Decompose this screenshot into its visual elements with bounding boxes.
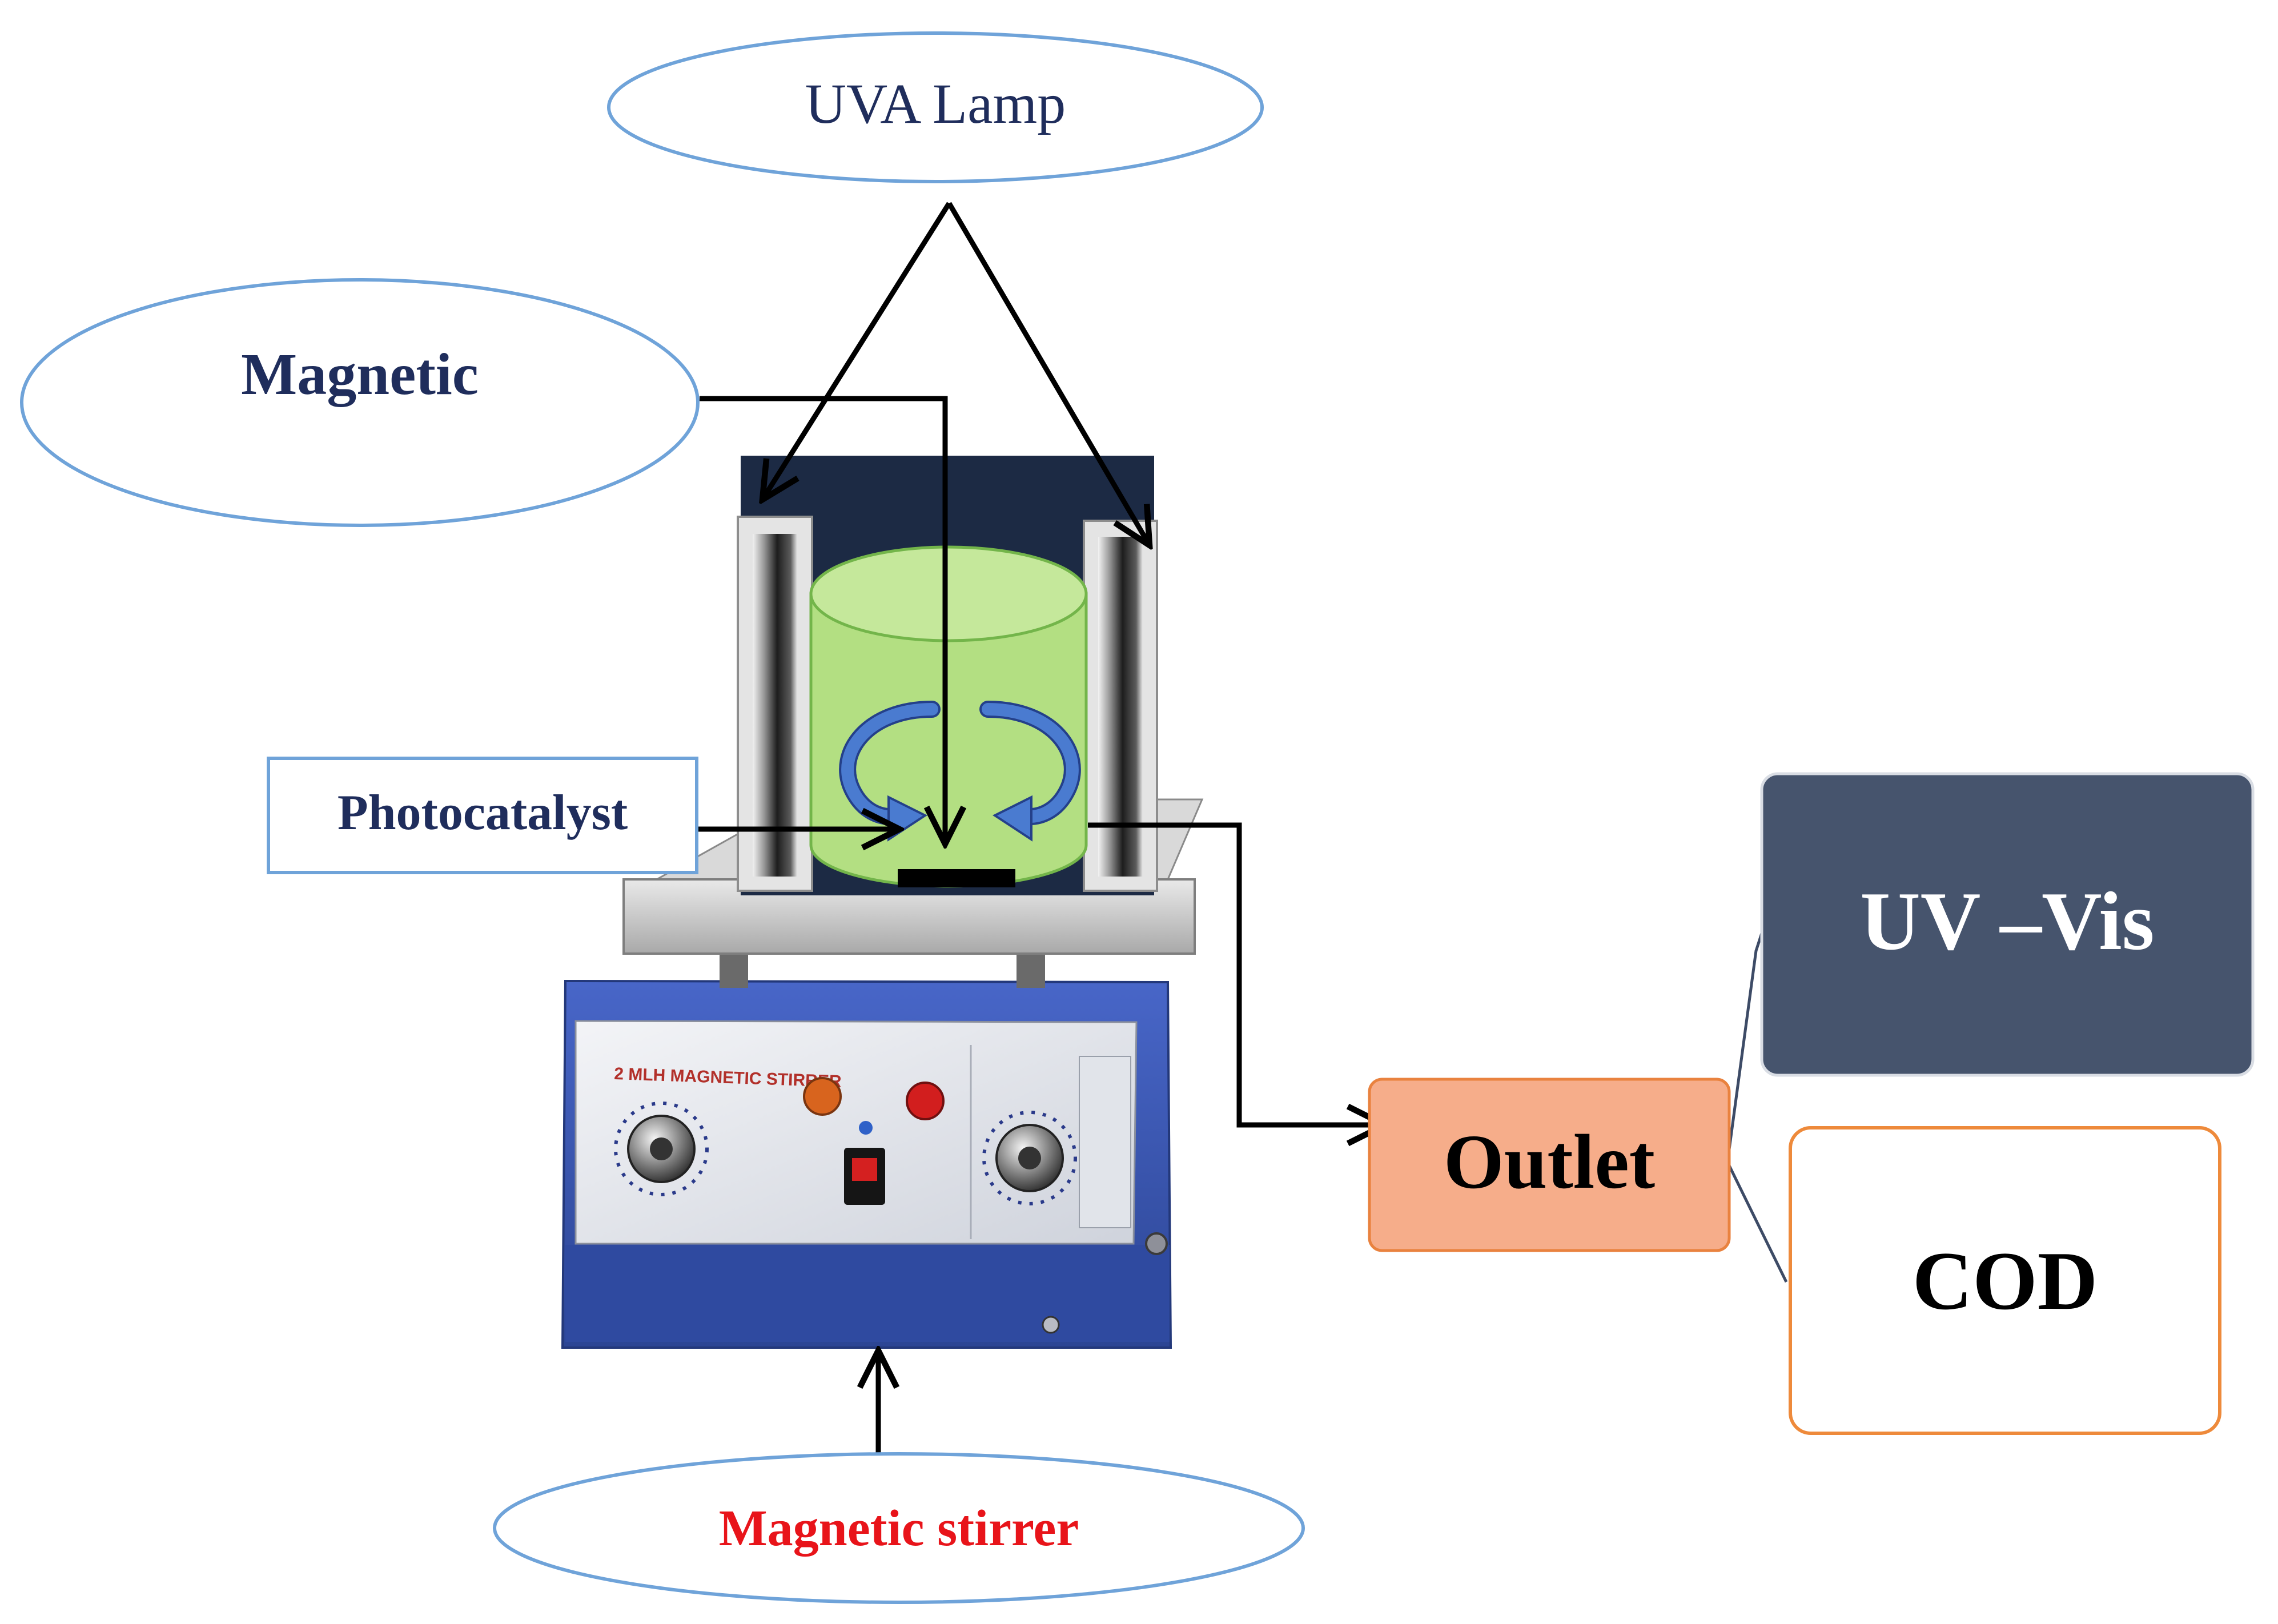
- indicator-light-left: [803, 1077, 842, 1116]
- label-uva-lamp: UVA Lamp: [607, 31, 1264, 183]
- uv-vis-text: UV –Vis: [1860, 875, 2154, 967]
- branch-outlet-cod: [1726, 1161, 1788, 1283]
- label-photocatalyst: Photocatalyst: [267, 757, 698, 874]
- stirrer-side-panel: [1079, 1056, 1131, 1228]
- photocatalyst-text: Photocatalyst: [338, 785, 628, 841]
- bottom-screw: [1042, 1316, 1060, 1334]
- cod-text: COD: [1913, 1235, 2098, 1327]
- indicator-light-right: [906, 1082, 945, 1120]
- uva-lamp-right: [1083, 520, 1158, 892]
- magnetic-stirrer-text: Magnetic stirrer: [719, 1500, 1079, 1557]
- speed-knob-left: [614, 1102, 709, 1196]
- rotation-arrow-right: [979, 701, 1081, 842]
- outlet-box: Outlet: [1368, 1078, 1731, 1252]
- arrow-beaker-to-outlet: [1088, 822, 1385, 1125]
- outlet-text: Outlet: [1444, 1119, 1655, 1205]
- power-switch-rocker: [852, 1158, 877, 1181]
- stirrer-control-panel: [574, 1020, 1138, 1245]
- switch-indicator: [859, 1121, 873, 1135]
- branch-outlet-uvvis: [1726, 927, 1765, 1163]
- connectors: [676, 202, 1385, 1470]
- arrow-uva-to-right-lamp: [947, 202, 1150, 545]
- stirrer-base-band: [565, 1245, 1170, 1342]
- uva-lamp-left: [737, 516, 813, 892]
- side-port: [1145, 1232, 1168, 1255]
- cod-box: COD: [1789, 1126, 2221, 1435]
- arrow-uva-to-left-lamp: [762, 202, 951, 500]
- arrow-magnetic-to-stir-bar: [700, 396, 945, 844]
- speed-knob-right: [982, 1111, 1077, 1205]
- label-magnetic-stirrer: Magnetic stirrer: [493, 1452, 1305, 1604]
- uv-vis-box: UV –Vis: [1760, 772, 2255, 1077]
- magnetic-stir-bar: [898, 869, 1015, 887]
- label-magnetic: Magnetic: [20, 278, 700, 527]
- uva-lamp-text: UVA Lamp: [805, 72, 1066, 135]
- magnetic-text: Magnetic: [241, 341, 479, 407]
